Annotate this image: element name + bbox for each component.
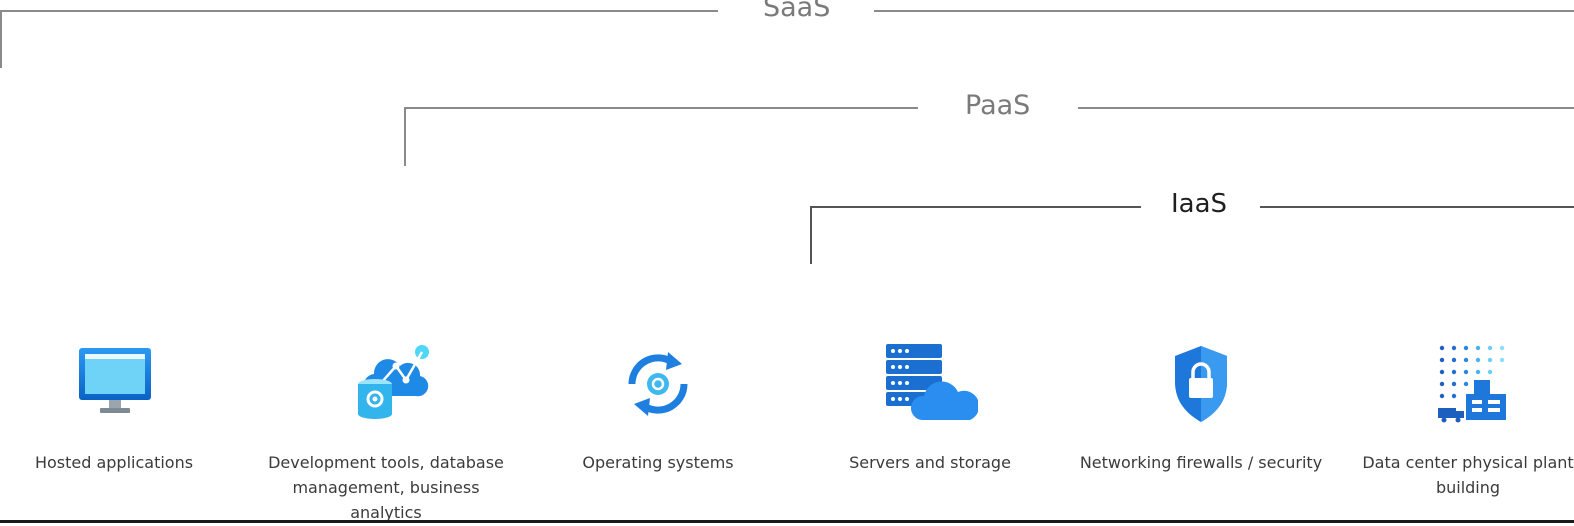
item-development-tools: Development tools, database management, … — [266, 340, 506, 525]
bottom-divider — [0, 520, 1574, 523]
iaas-label: IaaS — [1171, 189, 1228, 219]
paas-bracket-left-line — [404, 107, 918, 109]
item-label: Servers and storage — [849, 453, 1011, 472]
paas-bracket-left-drop — [404, 107, 406, 166]
item-operating-systems: Operating systems — [568, 340, 748, 475]
refresh-gear-icon — [628, 352, 688, 416]
item-label: Hosted applications — [34, 453, 194, 472]
item-networking-security: Networking firewalls / security — [1078, 340, 1324, 475]
item-label: Development tools, database management, … — [268, 453, 504, 522]
monitor-icon — [79, 348, 151, 413]
iaas-bracket-left-line — [810, 206, 1141, 208]
iaas-bracket-right-line — [1260, 206, 1574, 208]
item-label: Operating systems — [582, 453, 734, 472]
saas-bracket-right-line — [874, 10, 1574, 12]
iaas-bracket-left-drop — [810, 206, 812, 264]
datacenter-building-icon — [1438, 345, 1506, 423]
paas-bracket-right-line — [1078, 107, 1574, 109]
saas-bracket-left-line — [0, 10, 718, 12]
item-datacenter-building: Data center physical plant building — [1362, 340, 1574, 500]
item-hosted-applications: Hosted applications — [24, 340, 204, 475]
saas-bracket-left-drop — [0, 10, 2, 68]
database-cloud-icon — [358, 345, 429, 419]
item-servers-storage: Servers and storage — [840, 340, 1020, 475]
paas-label: PaaS — [965, 90, 1031, 121]
item-label: Data center physical plant building — [1362, 453, 1574, 497]
shield-lock-icon — [1175, 346, 1227, 422]
item-label: Networking firewalls / security — [1079, 453, 1323, 472]
saas-label: SaaS — [763, 0, 831, 23]
server-cloud-icon — [886, 344, 978, 420]
